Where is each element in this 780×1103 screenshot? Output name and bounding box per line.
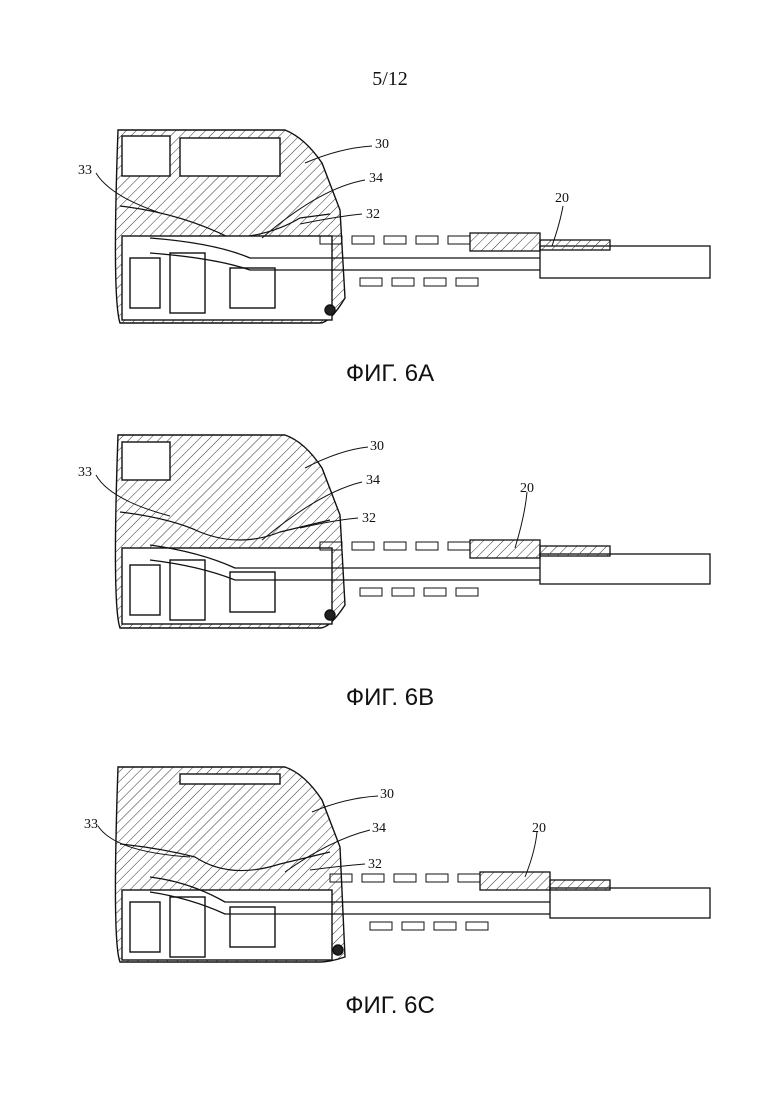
label-34: 34 [372, 821, 386, 836]
label-34: 34 [366, 473, 380, 488]
segment-row-bottom [370, 922, 488, 930]
segment-row-top [330, 874, 480, 882]
label-20: 20 [532, 821, 546, 836]
housing [115, 130, 345, 323]
segment-row-bottom [360, 588, 478, 596]
page-number: 5/12 [0, 68, 780, 91]
housing [115, 767, 345, 962]
label-32: 32 [368, 857, 382, 872]
segment-row-top [320, 236, 470, 244]
label-33: 33 [78, 163, 92, 178]
label-20: 20 [555, 191, 569, 206]
label-33: 33 [84, 817, 98, 832]
label-33: 33 [78, 465, 92, 480]
segment-row-top [320, 542, 470, 550]
label-32: 32 [362, 511, 376, 526]
figure-6c-drawing: 30 33 34 32 20 [0, 752, 780, 982]
label-30: 30 [380, 787, 394, 802]
figure-6b-drawing: 30 33 34 32 20 [0, 420, 780, 650]
label-34: 34 [369, 171, 383, 186]
segment-row-bottom [360, 278, 478, 286]
figure-6a-drawing: 30 33 34 32 20 [0, 118, 780, 348]
label-30: 30 [375, 137, 389, 152]
housing [115, 435, 345, 628]
caption-fig-6c: ФИГ. 6С [0, 992, 780, 1020]
caption-fig-6a: ФИГ. 6А [0, 360, 780, 388]
caption-fig-6b: ФИГ. 6В [0, 684, 780, 712]
label-32: 32 [366, 207, 380, 222]
label-20: 20 [520, 481, 534, 496]
label-30: 30 [370, 439, 384, 454]
